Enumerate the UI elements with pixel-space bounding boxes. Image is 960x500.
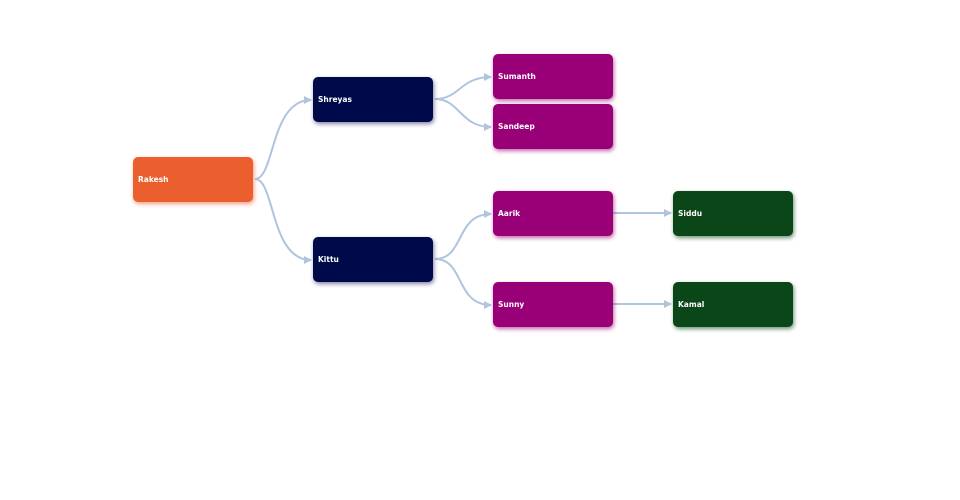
edge-kittu-sunny <box>434 258 492 309</box>
node-rakesh[interactable]: Rakesh <box>133 157 253 202</box>
edge-shreyas-sumanth <box>434 73 492 100</box>
node-label: Kittu <box>318 255 339 264</box>
node-aarik[interactable]: Aarik <box>493 191 613 236</box>
node-siddu[interactable]: Siddu <box>673 191 793 236</box>
node-kamal[interactable]: Kamal <box>673 282 793 327</box>
edge-shreyas-sandeep <box>434 98 492 131</box>
node-sandeep[interactable]: Sandeep <box>493 104 613 149</box>
node-sumanth[interactable]: Sumanth <box>493 54 613 99</box>
node-shreyas[interactable]: Shreyas <box>313 77 433 122</box>
edge-rakesh-shreyas <box>254 96 312 180</box>
node-kittu[interactable]: Kittu <box>313 237 433 282</box>
node-label: Kamal <box>678 300 705 309</box>
node-label: Aarik <box>498 209 521 218</box>
edge-kittu-aarik <box>434 210 492 260</box>
node-label: Sumanth <box>498 72 536 81</box>
edge-rakesh-kittu <box>254 178 312 264</box>
node-label: Siddu <box>678 209 703 218</box>
node-label: Shreyas <box>318 95 352 104</box>
node-label: Sunny <box>498 300 525 309</box>
node-label: Sandeep <box>498 122 535 131</box>
node-sunny[interactable]: Sunny <box>493 282 613 327</box>
node-label: Rakesh <box>138 175 169 184</box>
